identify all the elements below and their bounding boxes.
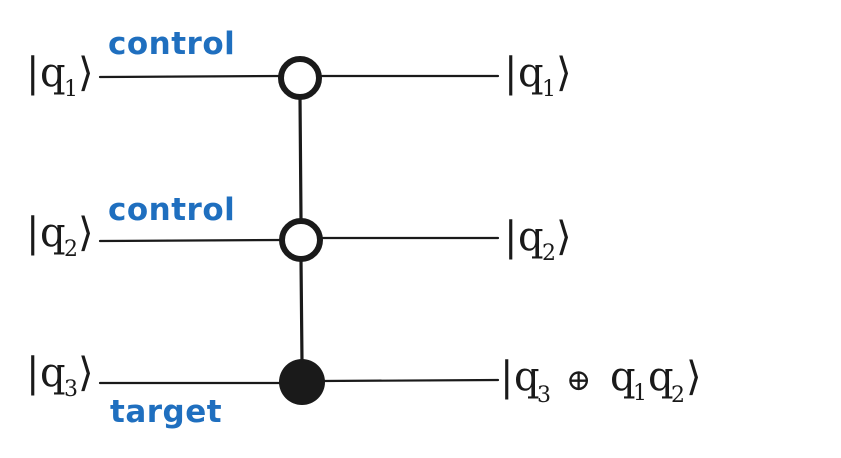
ket-angle: ⟩ (78, 50, 94, 96)
factor-subscript: 1 (633, 381, 647, 406)
ket-subscript: 3 (537, 383, 551, 408)
factor-letter: q (610, 354, 636, 400)
output-ket-q3-xor: | q 3 ⊕ q 1 q 2 ⟩ (500, 354, 702, 408)
ket-angle: ⟩ (556, 214, 572, 260)
ket-letter: q (514, 354, 540, 400)
ket-subscript: 1 (542, 77, 556, 102)
xor-symbol: ⊕ (566, 363, 591, 398)
input-ket-q2: | q 2 ⟩ (26, 210, 94, 262)
role-label-control-q1: control (108, 26, 235, 62)
ket-bar: | (26, 350, 39, 396)
ket-bar: | (504, 214, 517, 260)
ket-letter: q (518, 50, 544, 96)
ket-subscript: 2 (64, 237, 78, 262)
control-node-q1 (278, 56, 322, 100)
control-connector-line (298, 94, 304, 364)
factor-subscript: 2 (671, 383, 685, 408)
ket-bar: | (26, 210, 39, 256)
input-ket-q1: | q 1 ⟩ (26, 50, 94, 102)
ket-bar: | (500, 354, 513, 400)
ket-letter: q (40, 50, 66, 96)
ket-bar: | (504, 50, 517, 96)
wire-q3 (98, 378, 500, 385)
ket-letter: q (40, 350, 66, 396)
ket-letter: q (40, 210, 66, 256)
ket-letter: q (518, 214, 544, 260)
ket-bar: | (26, 50, 39, 96)
ket-subscript: 1 (64, 77, 78, 102)
wire-q2 (98, 236, 500, 243)
ket-angle: ⟩ (78, 350, 94, 396)
factor-letter: q (648, 354, 674, 400)
control-node-q2 (279, 218, 323, 262)
ket-subscript: 2 (542, 241, 556, 266)
role-label-target-q3: target (110, 394, 222, 430)
ket-angle: ⟩ (78, 210, 94, 256)
ket-angle: ⟩ (686, 354, 702, 400)
wire-q1 (98, 74, 500, 79)
input-ket-q3: | q 3 ⟩ (26, 350, 94, 402)
output-ket-q2: | q 2 ⟩ (504, 214, 572, 266)
ket-subscript: 3 (64, 377, 78, 402)
ket-angle: ⟩ (556, 50, 572, 96)
output-ket-q1: | q 1 ⟩ (504, 50, 572, 102)
target-node-q3 (279, 359, 325, 405)
role-label-control-q2: control (108, 192, 235, 228)
